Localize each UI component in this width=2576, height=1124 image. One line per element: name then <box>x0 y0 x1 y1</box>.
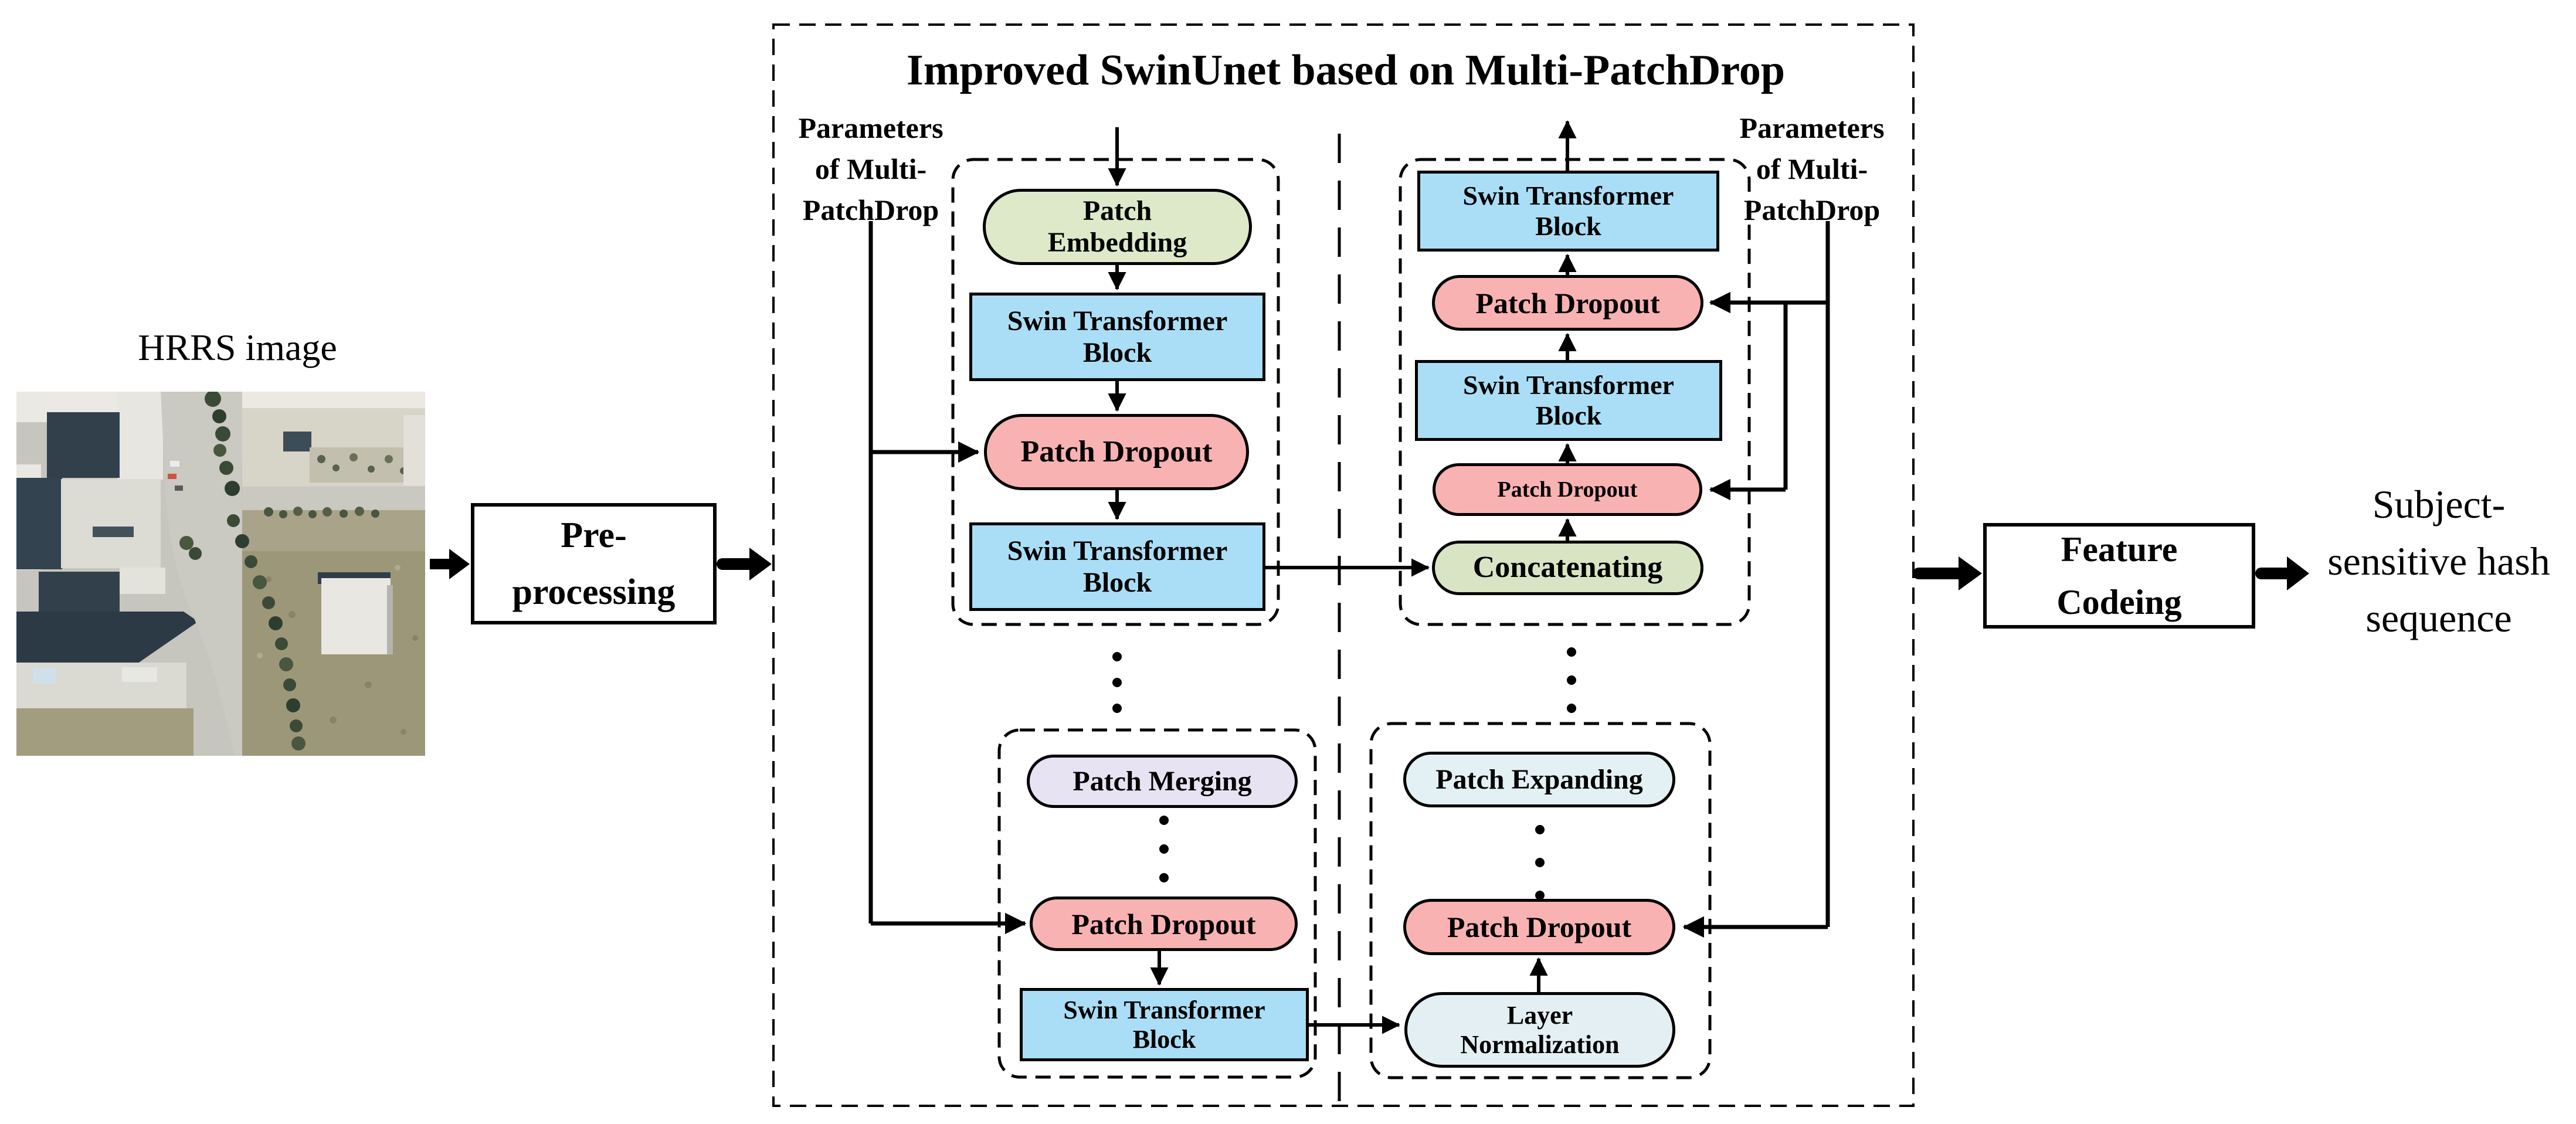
params-left-line2: of Multi- <box>814 152 927 185</box>
feature-coding-box: Feature Codeing <box>1983 523 2255 629</box>
layer-norm-line1: Layer <box>1506 1001 1573 1030</box>
decoder-swin1-line1: Swin Transformer <box>1462 181 1674 211</box>
patch-merging-node: Patch Merging <box>1027 755 1298 808</box>
params-right-lines <box>1682 221 1830 938</box>
preprocessing-line1: Pre- <box>561 515 627 556</box>
outer-dashed-box <box>772 23 1915 1107</box>
patch-embedding-line2: Embedding <box>1047 227 1187 258</box>
decoder-swin2-line1: Swin Transformer <box>1463 370 1674 400</box>
preprocessing-line2: processing <box>512 572 676 612</box>
decoder-patch-dropout-3: Patch Dropout <box>1403 899 1675 955</box>
preprocessing-box: Pre- processing <box>471 503 717 624</box>
patch-embedding-line1: Patch <box>1082 195 1152 227</box>
params-left-line1: Parameters <box>798 111 943 144</box>
feature-coding-line2: Codeing <box>2056 583 2182 622</box>
decoder-swin1-line2: Block <box>1535 211 1601 241</box>
layer-norm-line2: Normalization <box>1460 1030 1620 1059</box>
decoder-swin-block-2: Swin Transformer Block <box>1415 360 1722 441</box>
pipeline-arrows <box>430 548 2309 590</box>
decoder-top-group-box <box>1399 158 1751 626</box>
encoder-swin2-line1: Swin Transformer <box>1007 535 1228 566</box>
params-left-line3: PatchDrop <box>802 193 939 226</box>
encoder-swin1-line1: Swin Transformer <box>1007 305 1228 337</box>
output-hash-line3: sequence <box>2365 596 2512 640</box>
decoder-swin-block-1: Swin Transformer Block <box>1417 171 1719 252</box>
params-right-line2: of Multi- <box>1756 152 1868 185</box>
params-right-label: Parameters of Multi- PatchDrop <box>1709 107 1915 230</box>
decoder-bottom-group-box <box>1369 722 1712 1079</box>
encoder-bottom-group-box <box>997 728 1317 1079</box>
params-left-lines <box>868 221 1027 935</box>
encoder-top-group-box <box>951 158 1280 626</box>
concatenating-node: Concatenating <box>1432 541 1703 595</box>
output-hash-line1: Subject- <box>2372 482 2506 527</box>
encoder-swin-block-1: Swin Transformer Block <box>969 293 1265 381</box>
ellipsis-dots <box>1112 647 1576 900</box>
encoder-swin-block-2: Swin Transformer Block <box>969 522 1265 611</box>
encoder-swin2-line2: Block <box>1082 566 1152 598</box>
params-right-line1: Parameters <box>1739 111 1885 144</box>
decoder-patch-dropout-1: Patch Dropout <box>1432 275 1703 331</box>
flow-arrows <box>1108 120 1577 1034</box>
layer-normalization-node: Layer Normalization <box>1404 992 1675 1068</box>
encoder-swin1-line2: Block <box>1082 337 1152 368</box>
params-left-label: Parameters of Multi- PatchDrop <box>768 107 973 230</box>
output-hash-label: Subject- sensitive hash sequence <box>2302 476 2576 647</box>
patch-expanding-node: Patch Expanding <box>1403 752 1675 807</box>
encoder-swin3-line1: Swin Transformer <box>1063 996 1265 1025</box>
decoder-patch-dropout-2: Patch Dropout <box>1433 463 1702 516</box>
decoder-swin2-line2: Block <box>1535 400 1602 430</box>
params-right-line3: PatchDrop <box>1743 193 1881 226</box>
encoder-patch-dropout-2: Patch Dropout <box>1030 897 1298 951</box>
output-hash-line2: sensitive hash <box>2327 539 2550 583</box>
hrrs-image-label: HRRS image <box>138 327 337 368</box>
encoder-swin3-line2: Block <box>1132 1024 1196 1054</box>
patch-embedding-node: Patch Embedding <box>983 189 1252 265</box>
diagram-title: Improved SwinUnet based on Multi-PatchDr… <box>907 46 1785 94</box>
feature-coding-line1: Feature <box>2061 530 2178 569</box>
encoder-patch-dropout-1: Patch Dropout <box>984 414 1249 490</box>
hrrs-aerial-image <box>16 392 425 756</box>
encoder-swin-block-3: Swin Transformer Block <box>1020 988 1309 1061</box>
